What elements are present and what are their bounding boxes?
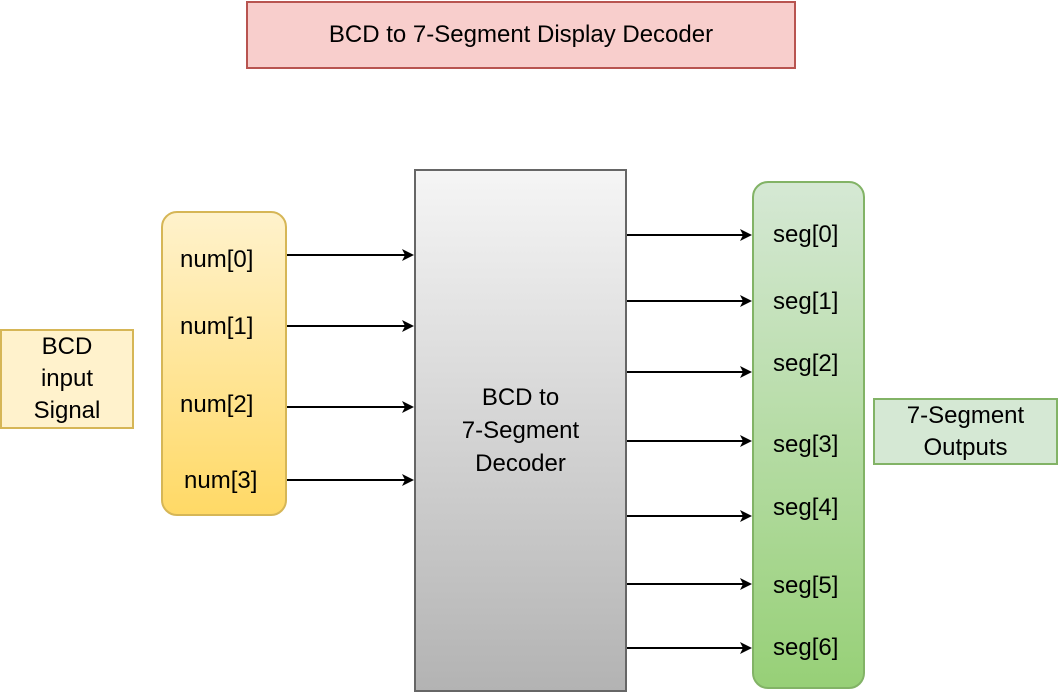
input-signal-label: num[3]	[184, 467, 258, 494]
output-signal-label: seg[3]	[773, 431, 839, 458]
output-signal-label: seg[2]	[773, 350, 839, 377]
input-signals-block	[161, 211, 287, 516]
output-signal-label: seg[5]	[773, 572, 839, 599]
output-signal-label: seg[4]	[773, 494, 839, 521]
output-signal-label: seg[1]	[773, 288, 839, 315]
output-signal-label: seg[6]	[773, 634, 839, 661]
segment-outputs-label: 7-Segment Outputs	[873, 398, 1058, 465]
input-signal-label: num[1]	[180, 313, 254, 340]
output-signals-block	[752, 181, 865, 689]
input-signal-label: num[0]	[180, 246, 254, 273]
bcd-input-signal-label: BCD input Signal	[0, 329, 134, 429]
input-signal-label: num[2]	[180, 391, 254, 418]
diagram-title: BCD to 7-Segment Display Decoder	[246, 1, 796, 69]
decoder-block: BCD to 7-Segment Decoder	[414, 169, 627, 692]
output-signal-label: seg[0]	[773, 221, 839, 248]
